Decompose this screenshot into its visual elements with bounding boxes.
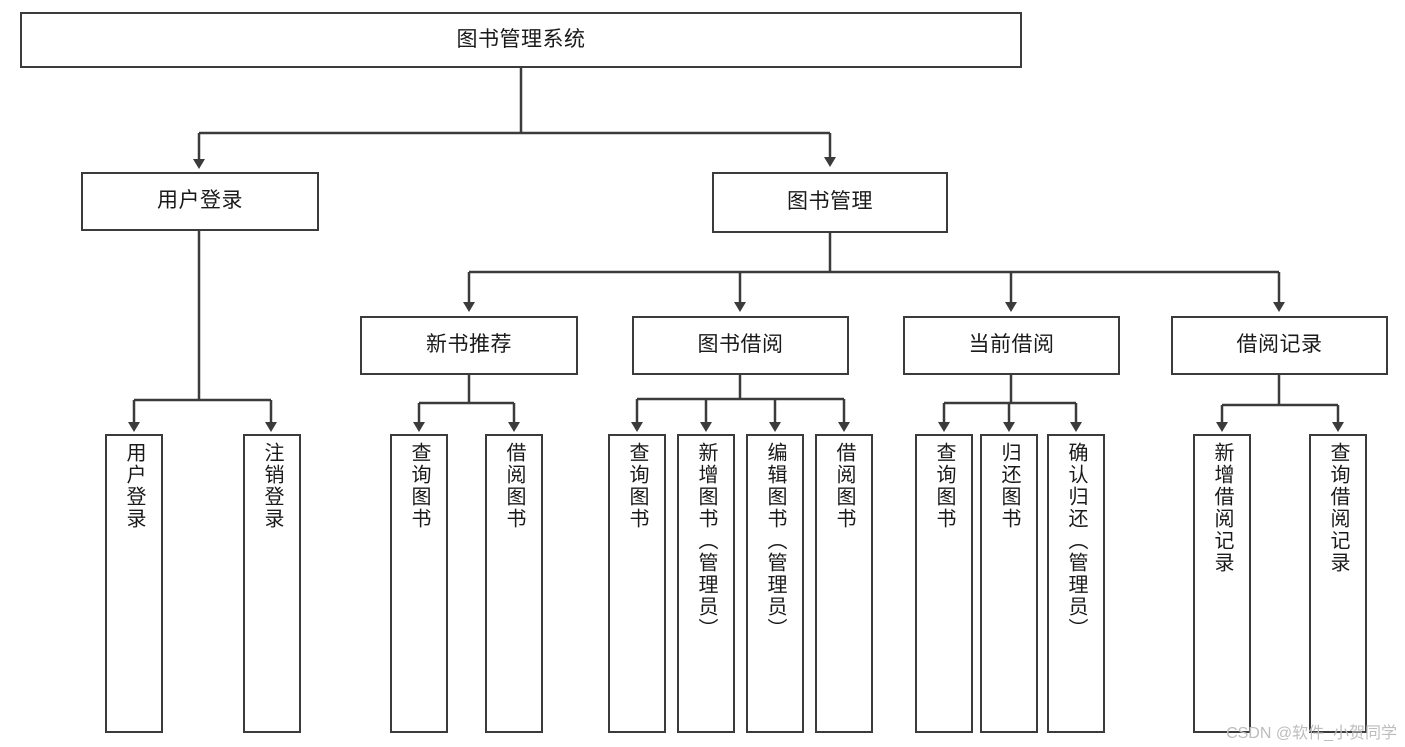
node-root-system[interactable]: 图书管理系统 [20, 12, 1022, 68]
node-new-book-recommend[interactable]: 新书推荐 [360, 316, 578, 375]
leaf-current-return-book[interactable]: 归还图书 [980, 434, 1038, 733]
node-label: 新增借阅记录 [1211, 442, 1233, 574]
node-label: 查询图书 [933, 442, 955, 530]
leaf-user-login-login[interactable]: 用户登录 [105, 434, 163, 733]
leaf-current-confirm-return-admin[interactable]: 确认归还（管理员） [1047, 434, 1105, 733]
leaf-borrow-borrow-book[interactable]: 借阅图书 [815, 434, 873, 733]
leaf-user-login-logout[interactable]: 注销登录 [243, 434, 301, 733]
node-label: 用户登录 [123, 442, 145, 530]
node-book-borrow[interactable]: 图书借阅 [632, 316, 849, 375]
node-label: 查询图书 [626, 442, 648, 530]
node-label: 查询借阅记录 [1327, 442, 1349, 574]
node-book-management[interactable]: 图书管理 [712, 172, 948, 233]
node-label: 借阅图书 [503, 442, 525, 530]
node-current-borrow[interactable]: 当前借阅 [903, 316, 1120, 375]
leaf-record-add-record[interactable]: 新增借阅记录 [1193, 434, 1251, 733]
leaf-recommend-query-book[interactable]: 查询图书 [390, 434, 448, 733]
node-borrow-record[interactable]: 借阅记录 [1171, 316, 1388, 375]
node-label: 新增图书（管理员） [695, 442, 717, 640]
leaf-borrow-edit-book-admin[interactable]: 编辑图书（管理员） [746, 434, 804, 733]
node-label: 当前借阅 [968, 333, 1055, 357]
node-label: 借阅记录 [1236, 333, 1323, 357]
node-label: 借阅图书 [833, 442, 855, 530]
csdn-watermark: CSDN @软件_小贺同学 [1226, 725, 1397, 742]
node-label: 新书推荐 [426, 333, 512, 357]
node-label: 图书借阅 [697, 333, 784, 357]
leaf-recommend-borrow-book[interactable]: 借阅图书 [485, 434, 543, 733]
leaf-borrow-query-book[interactable]: 查询图书 [608, 434, 666, 733]
leaf-borrow-add-book-admin[interactable]: 新增图书（管理员） [677, 434, 735, 733]
node-label: 注销登录 [261, 442, 283, 530]
node-label: 归还图书 [998, 442, 1020, 530]
node-user-login[interactable]: 用户登录 [81, 172, 319, 231]
leaf-record-query-record[interactable]: 查询借阅记录 [1309, 434, 1367, 733]
node-label: 用户登录 [157, 189, 243, 213]
node-label: 编辑图书（管理员） [764, 442, 786, 640]
node-label: 确认归还（管理员） [1065, 442, 1087, 640]
node-label: 查询图书 [408, 442, 430, 530]
node-label: 图书管理 [787, 190, 873, 214]
leaf-current-query-book[interactable]: 查询图书 [915, 434, 973, 733]
node-label: 图书管理系统 [456, 27, 586, 51]
